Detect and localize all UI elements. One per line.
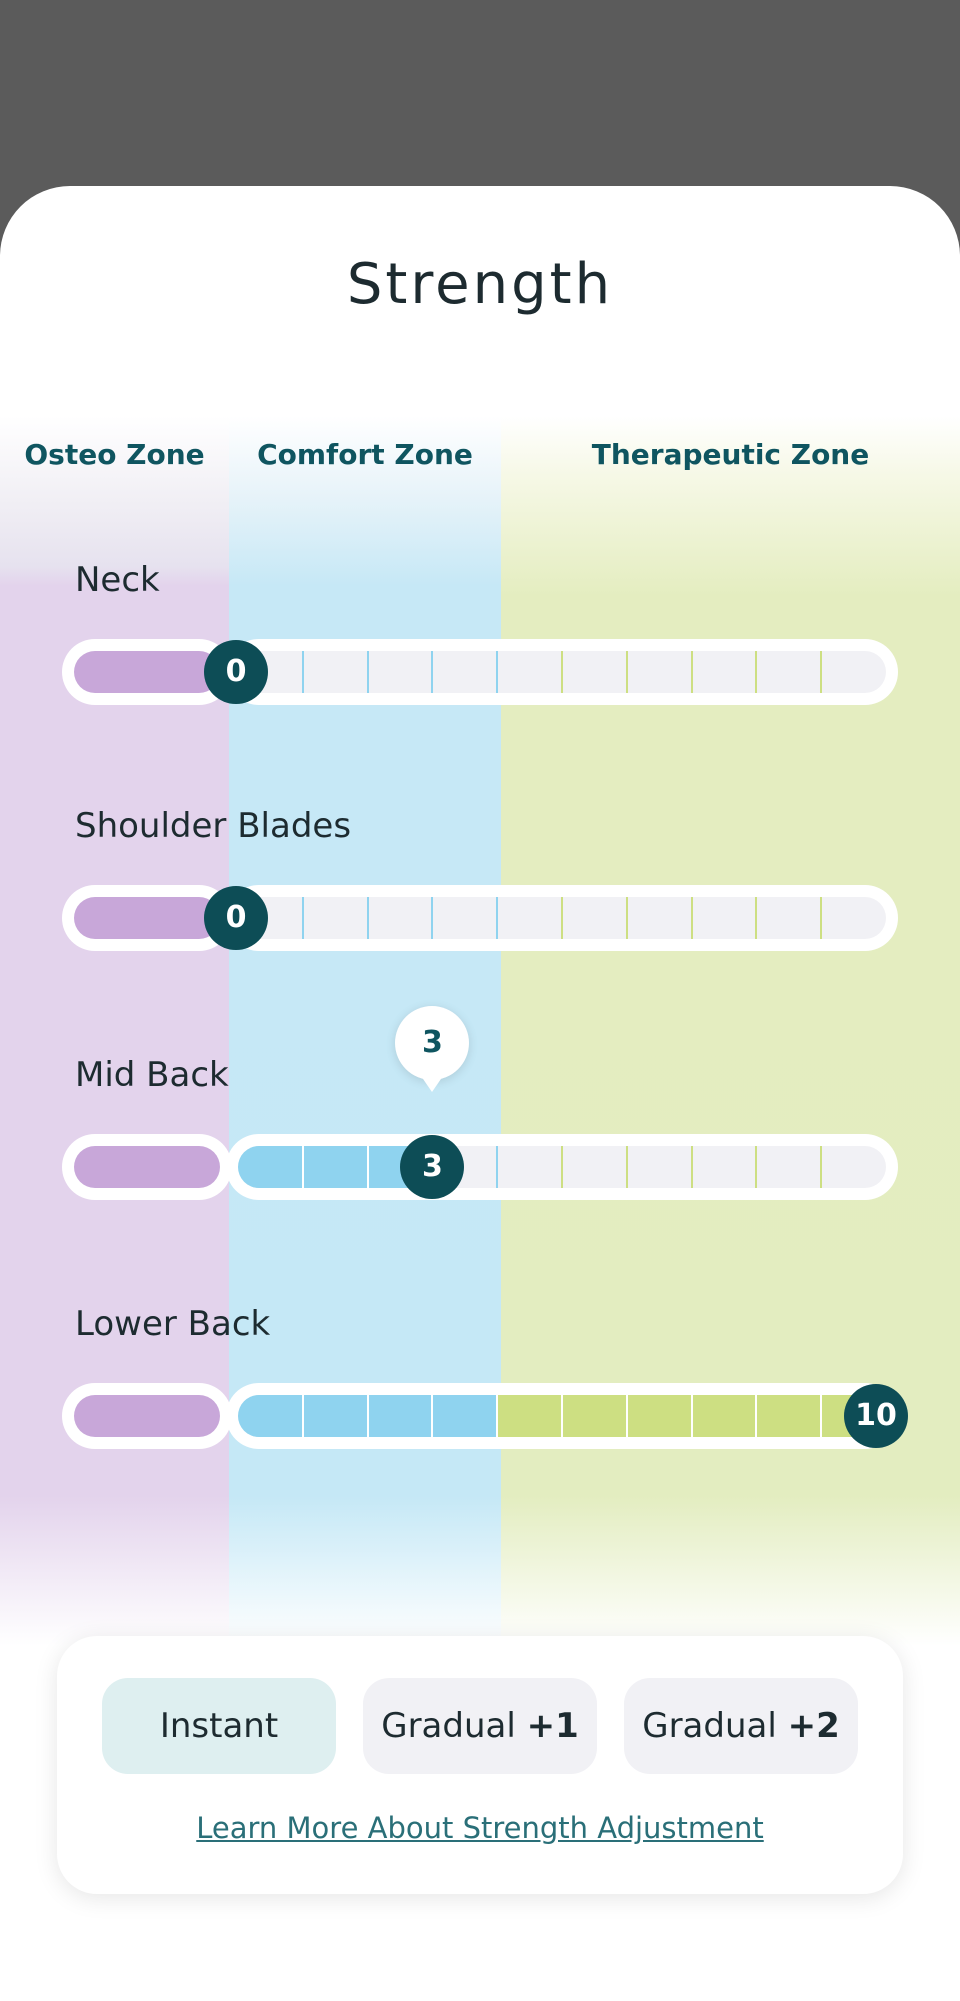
mode-label: Gradual <box>642 1706 777 1746</box>
track-tick <box>366 1146 369 1188</box>
filled-segment <box>756 1395 823 1437</box>
slider-track-inner <box>238 651 886 693</box>
mode-label: Gradual <box>381 1706 516 1746</box>
filled-segment <box>497 1395 563 1437</box>
mode-instant-button[interactable]: Instant <box>102 1678 336 1774</box>
filled-segment <box>691 1395 758 1437</box>
filled-segment <box>367 1395 434 1437</box>
slider-knob[interactable]: 0 <box>204 886 268 950</box>
filled-segment <box>626 1395 693 1437</box>
slider-track[interactable] <box>226 1383 898 1449</box>
track-tick <box>366 1395 369 1437</box>
mode-label: Instant <box>159 1706 279 1746</box>
strength-sheet: Strength Osteo Zone Comfort Zone Therape… <box>0 186 960 2001</box>
slider-track-inner <box>238 897 886 939</box>
slider-track-inner <box>238 1146 886 1188</box>
value-tooltip: 3 <box>395 1006 470 1080</box>
track-tick <box>755 1395 758 1437</box>
learn-more-link[interactable]: Learn More About Strength Adjustment <box>196 1811 764 1845</box>
track-tick <box>496 1395 499 1437</box>
comfort-zone-label: Comfort Zone <box>257 438 473 471</box>
track-tick <box>690 651 693 693</box>
track-tick <box>561 897 563 939</box>
mode-increment: +1 <box>526 1706 579 1746</box>
track-tick <box>690 897 693 939</box>
track-tick <box>366 651 369 693</box>
osteo-track[interactable] <box>62 885 232 951</box>
track-tick <box>820 1146 823 1188</box>
filled-segment <box>238 1395 304 1437</box>
osteo-track-fill <box>74 897 220 939</box>
slider-label: Lower Back <box>75 1304 271 1344</box>
mode-increment: +2 <box>787 1706 840 1746</box>
slider-label: Shoulder Blades <box>75 806 352 846</box>
osteo-track[interactable] <box>62 639 232 705</box>
track-tick <box>561 1395 563 1437</box>
track-tick <box>366 897 369 939</box>
track-tick <box>431 897 434 939</box>
filled-segment <box>302 1395 369 1437</box>
track-tick <box>431 651 434 693</box>
track-tick <box>301 1395 304 1437</box>
track-tick <box>690 1146 693 1188</box>
page-title: Strength <box>346 252 614 317</box>
track-tick <box>496 897 499 939</box>
track-tick <box>625 1146 628 1188</box>
slider-knob[interactable]: 10 <box>844 1384 908 1448</box>
therapeutic-zone-label: Therapeutic Zone <box>591 438 870 471</box>
track-tick <box>496 651 499 693</box>
filled-segment <box>238 1146 304 1188</box>
track-tick <box>561 1146 563 1188</box>
slider-label: Mid Back <box>75 1055 229 1095</box>
slider-track[interactable] <box>226 885 898 951</box>
filled-segment <box>432 1395 499 1437</box>
mode-gradual-1-button[interactable]: Gradual +1 <box>363 1678 597 1774</box>
adjustment-mode-card: Instant Gradual +1 Gradual +2 Learn More… <box>57 1636 903 1894</box>
slider-track-inner <box>238 1395 886 1437</box>
track-tick <box>625 897 628 939</box>
slider-label: Neck <box>75 560 160 600</box>
track-tick <box>755 897 758 939</box>
track-tick <box>301 897 304 939</box>
slider-track[interactable] <box>226 639 898 705</box>
therapeutic-zone-band <box>501 416 960 1646</box>
osteo-zone-label: Osteo Zone <box>24 438 205 471</box>
track-tick <box>496 1146 499 1188</box>
track-tick <box>820 651 823 693</box>
osteo-track[interactable] <box>62 1134 232 1200</box>
osteo-zone-band <box>0 416 229 1646</box>
osteo-track-fill <box>74 1395 220 1437</box>
track-tick <box>301 651 304 693</box>
slider-knob[interactable]: 3 <box>400 1135 465 1199</box>
slider-track[interactable] <box>226 1134 898 1200</box>
track-tick <box>755 651 758 693</box>
mode-gradual-2-button[interactable]: Gradual +2 <box>624 1678 858 1774</box>
filled-segment <box>302 1146 369 1188</box>
osteo-track-fill <box>74 1146 220 1188</box>
osteo-track-fill <box>74 651 220 693</box>
track-tick <box>561 651 563 693</box>
track-tick <box>755 1146 758 1188</box>
track-tick <box>431 1395 434 1437</box>
track-tick <box>820 1395 823 1437</box>
track-tick <box>301 1146 304 1188</box>
track-tick <box>625 1395 628 1437</box>
osteo-track[interactable] <box>62 1383 232 1449</box>
track-tick <box>625 651 628 693</box>
slider-knob[interactable]: 0 <box>204 640 268 704</box>
track-tick <box>820 897 823 939</box>
value-tooltip-tail <box>421 1076 444 1092</box>
filled-segment <box>562 1395 628 1437</box>
track-tick <box>690 1395 693 1437</box>
